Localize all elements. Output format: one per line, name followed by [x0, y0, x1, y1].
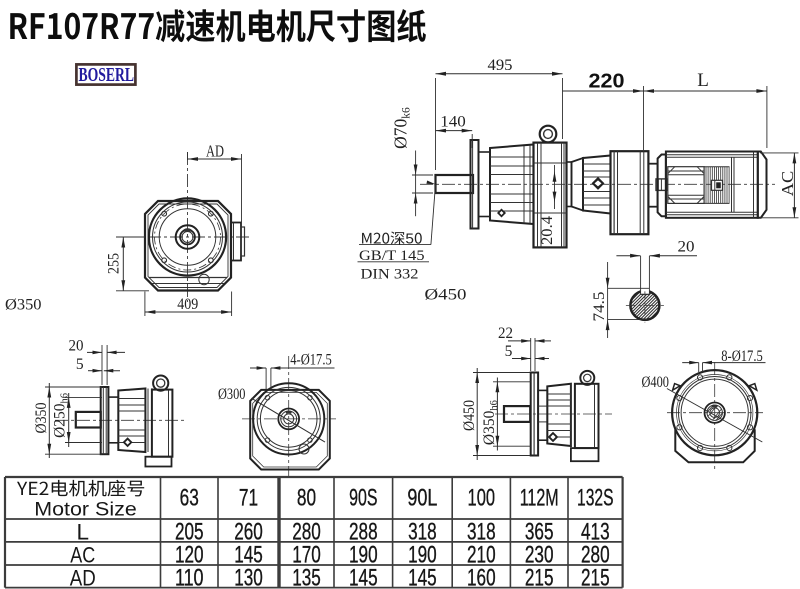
- svg-text:90L: 90L: [407, 484, 437, 511]
- svg-text:BOSERL: BOSERL: [79, 65, 135, 86]
- svg-text:220: 220: [589, 71, 625, 93]
- svg-text:130: 130: [234, 564, 263, 589]
- svg-text:145: 145: [408, 564, 437, 589]
- svg-text:145: 145: [349, 564, 378, 589]
- svg-text:5: 5: [505, 343, 513, 360]
- svg-text:M20深50: M20深50: [361, 228, 423, 249]
- svg-text:20.4: 20.4: [539, 216, 556, 245]
- svg-text:160: 160: [467, 564, 496, 589]
- svg-text:260: 260: [234, 519, 263, 546]
- svg-text:112M: 112M: [520, 484, 559, 511]
- svg-text:288: 288: [349, 519, 378, 546]
- svg-text:80: 80: [297, 484, 316, 511]
- svg-text:140: 140: [440, 114, 466, 131]
- svg-text:L: L: [77, 520, 90, 545]
- svg-text:190: 190: [408, 542, 437, 569]
- svg-text:4-Ø17.5: 4-Ø17.5: [290, 352, 332, 369]
- svg-text:215: 215: [581, 564, 610, 589]
- svg-text:318: 318: [467, 519, 496, 546]
- svg-text:Ø350: Ø350: [33, 402, 50, 433]
- svg-text:Motor Size: Motor Size: [34, 499, 137, 521]
- svg-text:Ø450: Ø450: [461, 400, 478, 431]
- svg-text:Ø250h6: Ø250h6: [52, 393, 71, 438]
- svg-text:280: 280: [581, 542, 610, 569]
- svg-text:AC: AC: [778, 171, 797, 197]
- svg-text:AC: AC: [70, 543, 95, 568]
- svg-text:145: 145: [234, 542, 263, 569]
- svg-text:110: 110: [175, 564, 204, 589]
- svg-text:230: 230: [525, 542, 554, 569]
- svg-text:365: 365: [525, 519, 554, 546]
- svg-text:AD: AD: [70, 565, 96, 589]
- svg-text:120: 120: [175, 542, 204, 569]
- svg-text:DIN 332: DIN 332: [361, 266, 419, 283]
- svg-text:90S: 90S: [349, 484, 377, 511]
- svg-text:Ø350: Ø350: [5, 297, 42, 314]
- svg-text:210: 210: [467, 542, 496, 569]
- svg-text:495: 495: [488, 57, 513, 74]
- svg-text:Ø400: Ø400: [642, 374, 670, 391]
- svg-text:255: 255: [106, 253, 123, 274]
- svg-text:318: 318: [408, 519, 437, 546]
- svg-text:8-Ø17.5: 8-Ø17.5: [721, 348, 763, 365]
- svg-text:Ø450: Ø450: [425, 287, 467, 304]
- svg-text:YE2电机机座号: YE2电机机座号: [16, 475, 146, 501]
- svg-text:20: 20: [678, 239, 695, 256]
- svg-text:20: 20: [69, 337, 84, 354]
- svg-text:Ø70k6: Ø70k6: [391, 107, 413, 149]
- svg-text:135: 135: [292, 564, 321, 589]
- svg-text:280: 280: [292, 519, 321, 546]
- svg-text:100: 100: [468, 484, 496, 511]
- svg-text:AD: AD: [206, 142, 224, 161]
- svg-text:L: L: [697, 70, 709, 91]
- svg-text:215: 215: [525, 564, 554, 589]
- svg-text:Ø300: Ø300: [218, 386, 246, 403]
- svg-text:5: 5: [76, 356, 84, 373]
- svg-text:190: 190: [349, 542, 378, 569]
- svg-text:71: 71: [239, 484, 258, 511]
- svg-text:GB/T 145: GB/T 145: [359, 247, 425, 264]
- svg-text:Ø350h6: Ø350h6: [481, 400, 500, 445]
- svg-text:22: 22: [498, 325, 513, 342]
- svg-text:132S: 132S: [577, 484, 614, 511]
- svg-text:409: 409: [177, 296, 198, 313]
- svg-text:RF107R77减速机电机尺寸图纸: RF107R77减速机电机尺寸图纸: [8, 0, 427, 50]
- svg-text:205: 205: [175, 519, 204, 546]
- svg-text:74.5: 74.5: [591, 292, 608, 322]
- svg-text:413: 413: [581, 519, 610, 546]
- svg-text:63: 63: [180, 484, 199, 511]
- svg-text:170: 170: [292, 542, 321, 569]
